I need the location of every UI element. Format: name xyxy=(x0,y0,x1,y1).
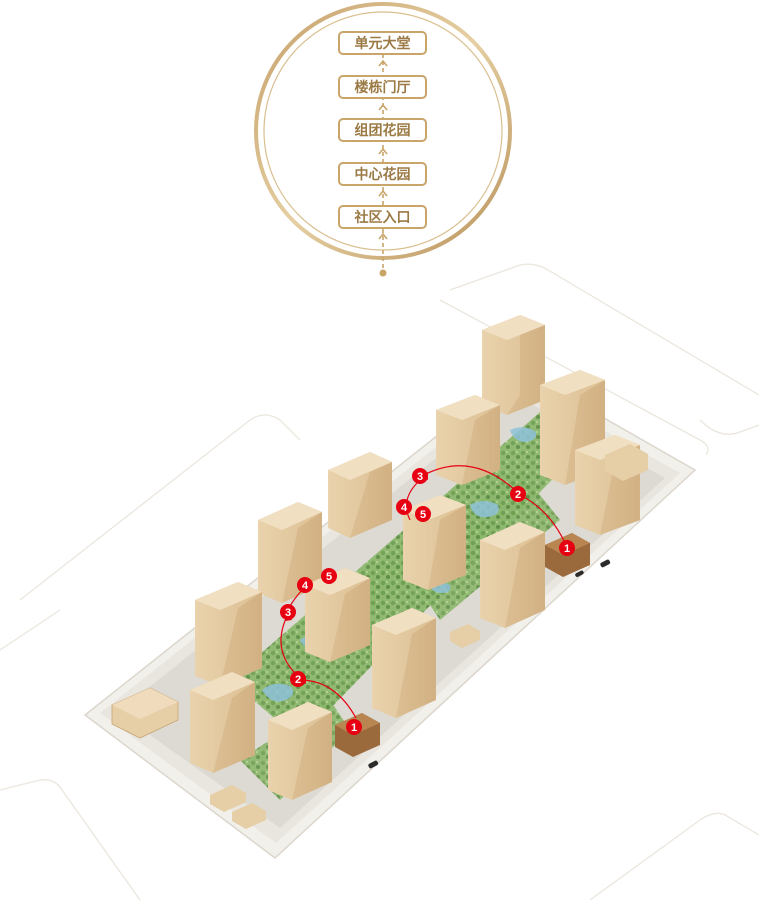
marker-label: 5 xyxy=(326,571,332,583)
marker-label: 1 xyxy=(351,722,357,734)
flow-step-label: 楼栋门厅 xyxy=(355,79,411,96)
marker-east-3: 3 xyxy=(412,468,428,484)
marker-east-4: 4 xyxy=(396,499,412,515)
building-west-center xyxy=(305,568,370,662)
building-mid-north xyxy=(436,395,500,485)
flow-step-label: 单元大堂 xyxy=(355,35,411,52)
marker-east-2: 2 xyxy=(510,486,526,502)
marker-east-5: 5 xyxy=(415,506,431,522)
marker-label: 1 xyxy=(564,543,570,555)
marker-label: 2 xyxy=(515,489,521,501)
flow-step-5: 社区入口 xyxy=(338,205,427,229)
marker-west-5: 5 xyxy=(321,568,337,584)
marker-label: 2 xyxy=(295,674,301,686)
building-southwest-1 xyxy=(190,672,255,773)
flow-step-2: 楼栋门厅 xyxy=(338,75,427,99)
flow-step-4: 中心花园 xyxy=(338,162,427,186)
marker-label: 3 xyxy=(417,471,423,483)
flow-step-label: 中心花园 xyxy=(355,166,411,183)
flow-step-label: 社区入口 xyxy=(354,209,411,226)
marker-west-1: 1 xyxy=(346,719,362,735)
building-southwest-2 xyxy=(268,702,332,800)
marker-west-4: 4 xyxy=(297,577,313,593)
building-south-center xyxy=(372,608,436,718)
marker-label: 3 xyxy=(285,607,291,619)
building-west-1 xyxy=(195,582,262,686)
building-center xyxy=(403,495,466,590)
building-center-south xyxy=(480,522,545,628)
street-outlines xyxy=(0,263,759,901)
low-rise-blocks xyxy=(111,444,648,829)
cars xyxy=(368,559,611,769)
flow-arrows xyxy=(378,59,388,240)
marker-label: 5 xyxy=(420,509,426,521)
flow-step-label: 组团花园 xyxy=(355,122,411,139)
building-mid-west xyxy=(328,452,392,538)
flow-step-1: 单元大堂 xyxy=(338,31,427,55)
marker-west-3: 3 xyxy=(280,604,296,620)
building-far-east xyxy=(482,315,545,415)
marker-west-2: 2 xyxy=(290,671,306,687)
flow-step-3: 组团花园 xyxy=(338,118,427,142)
marker-label: 4 xyxy=(401,502,408,514)
marker-label: 4 xyxy=(302,580,309,592)
marker-east-1: 1 xyxy=(559,540,575,556)
